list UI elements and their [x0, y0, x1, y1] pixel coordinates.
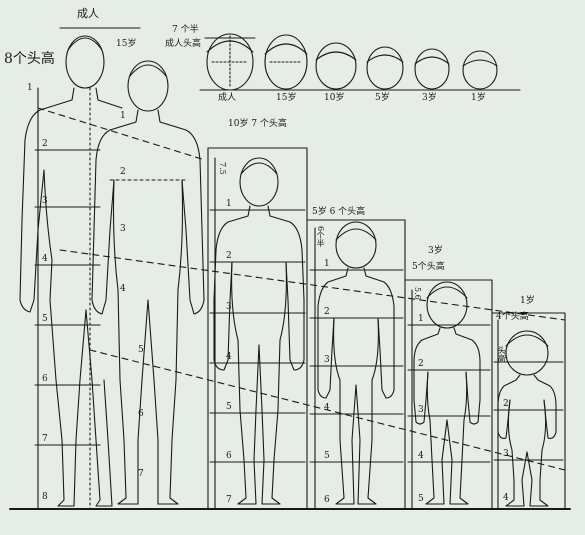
five-index-2: 2	[324, 307, 330, 317]
three-index-4: 4	[418, 451, 424, 461]
label-10: 10岁 7 个头高	[228, 119, 287, 129]
diagonal-guide-3	[89, 349, 566, 471]
label-1-line1: 1岁	[520, 296, 535, 306]
adult-index-8: 8	[42, 492, 48, 502]
one-index-2: 2	[503, 399, 509, 409]
teen-index-4: 4	[120, 284, 126, 294]
head-caption-10: 10岁	[324, 93, 345, 103]
head-5	[366, 46, 404, 90]
figure-3	[413, 281, 481, 505]
ten-index-6: 6	[226, 451, 232, 461]
five-index-6: 6	[324, 495, 330, 505]
teen-index-1: 1	[120, 111, 126, 121]
adult-index-4: 4	[42, 254, 48, 264]
one-index-3: 3	[503, 449, 509, 459]
child-division-lines	[209, 209, 564, 463]
adult-index-2: 2	[42, 139, 48, 149]
ten-index-3: 3	[226, 302, 232, 312]
three-index-3: 3	[418, 405, 424, 415]
ten-index-1: 1	[226, 199, 232, 209]
diagonal-guide-2	[59, 249, 566, 321]
box-5	[306, 219, 406, 510]
teen-top-label: 15岁	[116, 39, 137, 49]
vertical-label-3: 5.6	[413, 287, 422, 300]
three-index-2: 2	[418, 359, 424, 369]
label-3-line2: 5个头高	[412, 262, 445, 272]
head-ratio-line2: 成人头高	[165, 39, 202, 49]
adult-top-label: 成人	[77, 7, 99, 20]
adult-index-3: 3	[42, 196, 48, 206]
one-index-4: 4	[503, 493, 509, 503]
teen-index-7: 7	[138, 469, 144, 479]
head-3	[414, 48, 450, 90]
ten-index-5: 5	[226, 402, 232, 412]
one-index-1: 1	[503, 351, 509, 361]
head-caption-1: 1岁	[471, 93, 486, 103]
figure-1	[497, 330, 557, 507]
head-10	[315, 42, 357, 90]
label-3-line1: 3岁	[428, 246, 443, 256]
adult-height-label: 8个头高	[4, 51, 55, 67]
figure-10	[213, 157, 305, 505]
vertical-label-10: 7.5	[218, 162, 227, 175]
box-3	[404, 279, 493, 510]
teen-index-6: 6	[138, 409, 144, 419]
box-1	[491, 312, 566, 510]
head-caption-3: 3岁	[422, 93, 437, 103]
label-1-line2: 4个头高	[496, 312, 529, 322]
five-index-4: 4	[324, 403, 330, 413]
teen-index-3: 3	[120, 224, 126, 234]
vertical-label-5: 6个半	[316, 226, 325, 248]
five-index-1: 1	[324, 259, 330, 269]
label-5: 5岁 6 个头高	[312, 207, 366, 217]
three-index-1: 1	[418, 314, 424, 324]
adult-index-1: 1	[27, 83, 33, 93]
adult-index-7: 7	[42, 434, 48, 444]
head-1	[462, 50, 498, 90]
five-index-3: 3	[324, 355, 330, 365]
ten-index-2: 2	[226, 251, 232, 261]
head-15	[264, 34, 308, 90]
box-10	[207, 147, 308, 510]
head-adult	[206, 33, 254, 91]
adult-index-6: 6	[42, 374, 48, 384]
figure-5	[317, 221, 395, 505]
teen-index-5: 5	[138, 345, 144, 355]
five-index-5: 5	[324, 451, 330, 461]
teen-index-2: 2	[120, 167, 126, 177]
head-ratio-line1: 7 个半	[172, 25, 199, 35]
head-caption-15: 15岁	[276, 93, 297, 103]
three-index-5: 5	[418, 494, 424, 504]
diagonal-guide-1	[37, 107, 206, 161]
vertical-label-1: 头高	[497, 346, 506, 362]
ten-index-4: 4	[226, 352, 232, 362]
figure-15	[91, 60, 205, 505]
head-caption-adult: 成人	[218, 93, 237, 103]
adult-division-lines	[34, 149, 101, 446]
adult-index-5: 5	[42, 314, 48, 324]
head-caption-5: 5岁	[375, 93, 390, 103]
ten-index-7: 7	[226, 495, 232, 505]
figure-adult	[19, 35, 123, 507]
